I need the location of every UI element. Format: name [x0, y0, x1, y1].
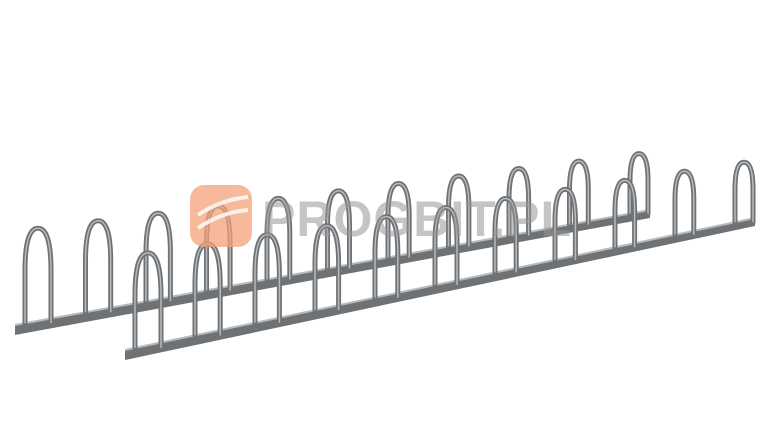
- back-row-rail: [15, 210, 650, 335]
- front-row-rail: [125, 218, 755, 360]
- watermark-text: PROGBIT.PL: [262, 191, 573, 247]
